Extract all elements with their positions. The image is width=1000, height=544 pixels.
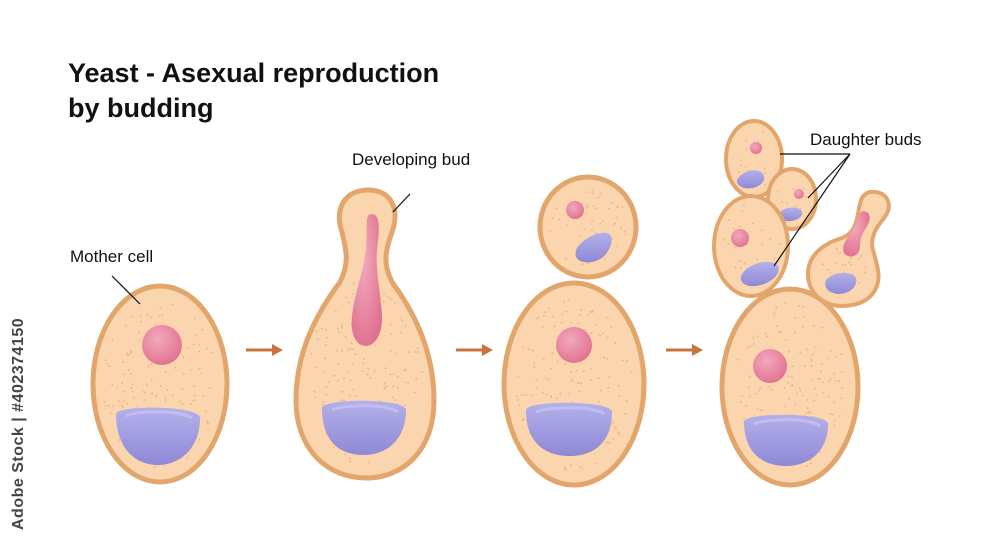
- bud-nucleus: [566, 201, 584, 219]
- stock-watermark-id: Adobe Stock | #402374150: [10, 317, 27, 530]
- vacuole: [322, 400, 406, 455]
- elongating-nucleus: [843, 211, 870, 257]
- title-line-2: by budding: [68, 93, 214, 123]
- bud-nucleus: [731, 229, 749, 247]
- daughter-buds-leader: [773, 153, 851, 267]
- stage-3-separating-bud: [501, 174, 647, 488]
- daughter-buds-label: Daughter buds: [810, 130, 922, 149]
- elongating-nucleus: [351, 214, 382, 346]
- bud-vacuole: [575, 232, 612, 263]
- page-title: Yeast - Asexual reproduction by budding: [68, 56, 439, 126]
- bud-nucleus: [750, 142, 762, 154]
- bud-vacuole: [825, 272, 857, 294]
- vacuole: [744, 414, 828, 466]
- leader-lines: [111, 153, 851, 305]
- arrow-icon: [246, 344, 283, 356]
- bud-vacuole: [779, 207, 803, 222]
- stage-1-mother-cell: [90, 283, 230, 485]
- nucleus: [753, 349, 787, 383]
- mother-cell-label: Mother cell: [70, 247, 154, 266]
- bud-cell-membrane: [537, 174, 639, 280]
- vacuole: [526, 402, 612, 456]
- stage-4-daughter-buds: [712, 119, 891, 488]
- nucleus: [556, 327, 592, 363]
- developing-bud-label: Developing bud: [352, 150, 471, 169]
- bud-vacuole: [736, 170, 765, 189]
- nucleus: [142, 325, 182, 365]
- arrow-icon: [666, 344, 703, 356]
- daughter-buds-leader: [807, 153, 851, 199]
- stage-2-developing-bud: [293, 187, 437, 481]
- mother-cell-leader: [111, 275, 141, 305]
- arrow-icon: [456, 344, 493, 356]
- bud-nucleus: [794, 189, 804, 199]
- bud-vacuole: [740, 261, 779, 287]
- developing-bud-leader: [392, 193, 411, 213]
- title-line-1: Yeast - Asexual reproduction: [68, 58, 440, 88]
- vacuole: [116, 407, 200, 465]
